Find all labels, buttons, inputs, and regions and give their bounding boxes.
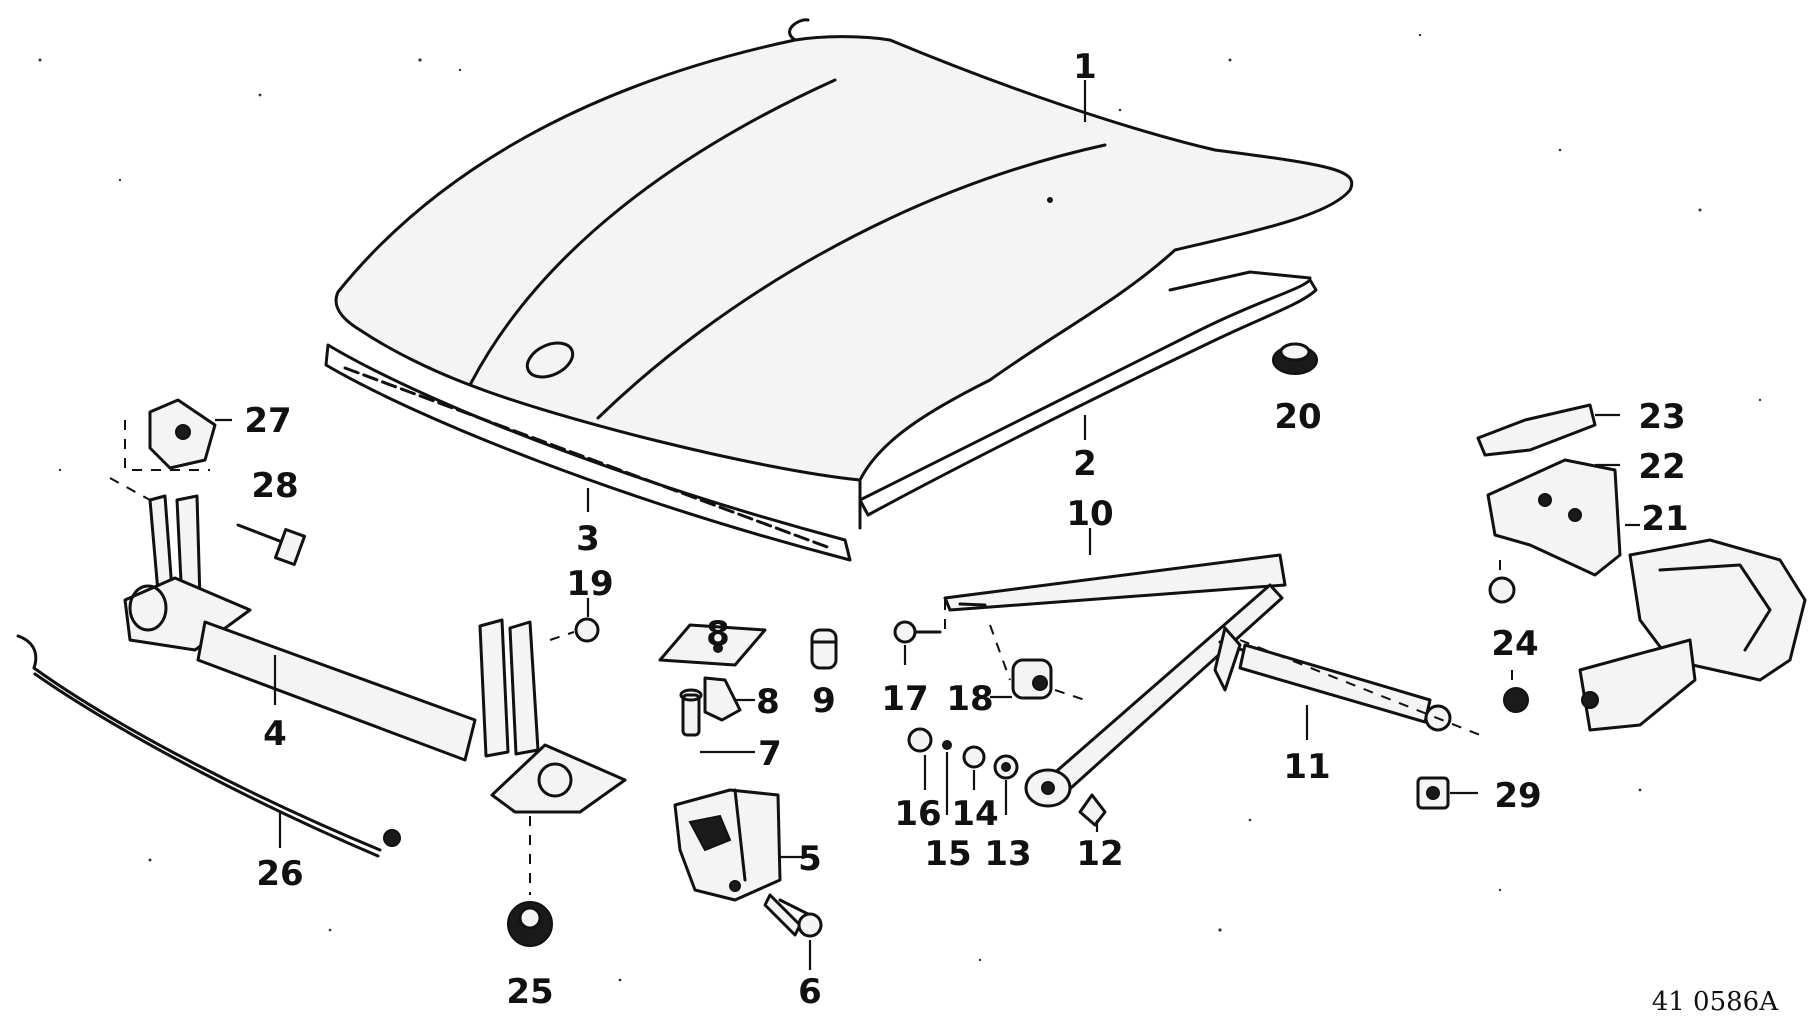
callout-27: 27 — [244, 401, 291, 441]
screw-7 — [679, 688, 703, 737]
scan-specks — [38, 33, 1762, 982]
callout-15: 15 — [924, 834, 971, 874]
callout-16: 16 — [894, 794, 941, 834]
callout-9: 9 — [812, 681, 836, 721]
callout-26: 26 — [256, 854, 303, 894]
plate-23 — [1476, 403, 1597, 457]
callout-leaders — [215, 80, 1640, 970]
callout-20: 20 — [1274, 397, 1321, 437]
hex-nut-19 — [549, 617, 600, 643]
left-hinge-assembly — [109, 477, 627, 814]
callout-8: 8 — [756, 682, 780, 722]
hinge-bracket-22 — [1486, 458, 1622, 577]
release-cable — [16, 634, 401, 858]
bolt-6 — [763, 893, 823, 938]
support-rod — [943, 553, 1287, 808]
callout-18: 18 — [946, 679, 993, 719]
callout-29: 29 — [1494, 776, 1541, 816]
callout-12: 12 — [1076, 834, 1123, 874]
callout-19: 19 — [566, 564, 613, 604]
screw-17 — [893, 600, 946, 644]
callout-3: 3 — [576, 519, 600, 559]
drawing-reference-number: 41 0586A — [1652, 987, 1780, 1017]
callout-28: 28 — [251, 466, 298, 506]
fastener-set — [907, 727, 1019, 780]
callout-14: 14 — [951, 794, 998, 834]
hood-lock — [673, 788, 782, 902]
callout-6: 6 — [798, 972, 822, 1012]
callout-2: 2 — [1073, 444, 1097, 484]
callout-7: 7 — [758, 734, 782, 774]
callout-labels: 1 2 3 4 5 6 7 8 8 9 10 11 12 13 14 15 16… — [244, 47, 1688, 1012]
callout-11: 11 — [1283, 747, 1330, 787]
hinge-pin — [236, 523, 307, 567]
callout-10: 10 — [1066, 494, 1113, 534]
bolts-24 — [1488, 560, 1529, 713]
callout-23: 23 — [1638, 397, 1685, 437]
hinge-21 — [1578, 538, 1807, 732]
clip-nut-29 — [1416, 776, 1450, 810]
callout-24: 24 — [1491, 624, 1538, 664]
rubber-buffer — [1272, 342, 1318, 375]
hinge-clip — [124, 398, 217, 471]
callout-4: 4 — [263, 714, 287, 754]
bushing-18 — [989, 624, 1086, 701]
callout-5: 5 — [798, 839, 822, 879]
side-seal-strip — [858, 270, 1318, 530]
grommet — [507, 816, 553, 947]
hood-panel — [334, 18, 1354, 482]
gas-strut — [1213, 626, 1481, 736]
callout-1: 1 — [1073, 47, 1097, 87]
callout-8-top: 8 — [706, 614, 730, 654]
rubber-buffer-9 — [810, 628, 838, 670]
callout-21: 21 — [1641, 499, 1688, 539]
lock-bracket — [658, 623, 767, 722]
callout-13: 13 — [984, 834, 1031, 874]
clip-12 — [1078, 793, 1107, 827]
callout-17: 17 — [881, 679, 928, 719]
callout-25: 25 — [506, 972, 553, 1012]
callout-22: 22 — [1638, 447, 1685, 487]
front-seal — [324, 343, 852, 562]
